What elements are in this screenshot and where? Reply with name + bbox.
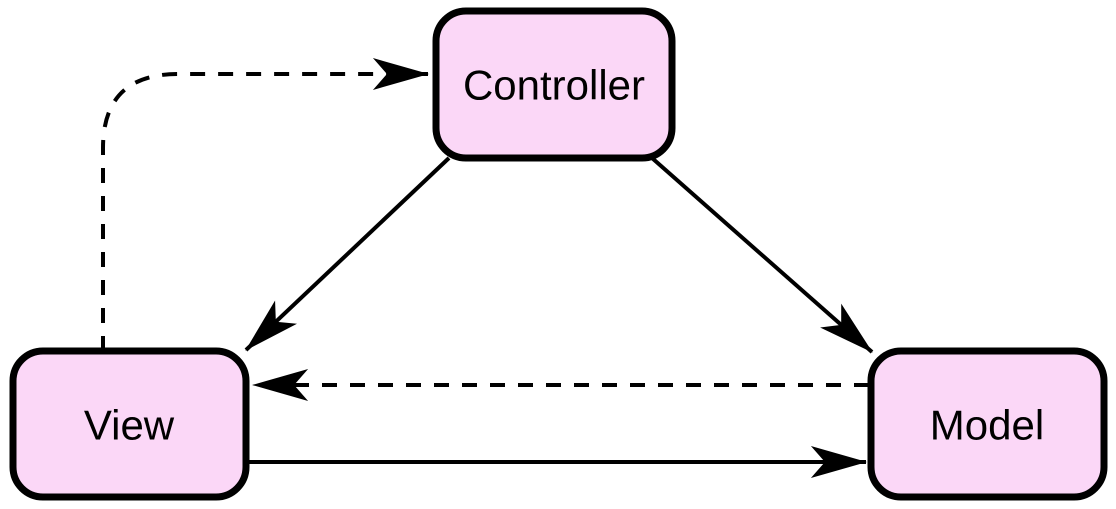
node-controller-label: Controller bbox=[463, 62, 645, 109]
node-model: Model bbox=[867, 347, 1108, 501]
node-controller: Controller bbox=[432, 7, 676, 162]
node-model-box bbox=[867, 347, 1108, 501]
node-model-label: Model bbox=[930, 402, 1044, 449]
edge-controller-to-view bbox=[244, 156, 451, 352]
node-view-box bbox=[9, 347, 250, 501]
node-controller-box bbox=[432, 7, 676, 162]
node-view-label: View bbox=[84, 402, 175, 449]
edge-view-to-controller bbox=[101, 58, 429, 351]
node-view: View bbox=[9, 347, 250, 501]
edge-controller-to-model bbox=[650, 156, 874, 354]
